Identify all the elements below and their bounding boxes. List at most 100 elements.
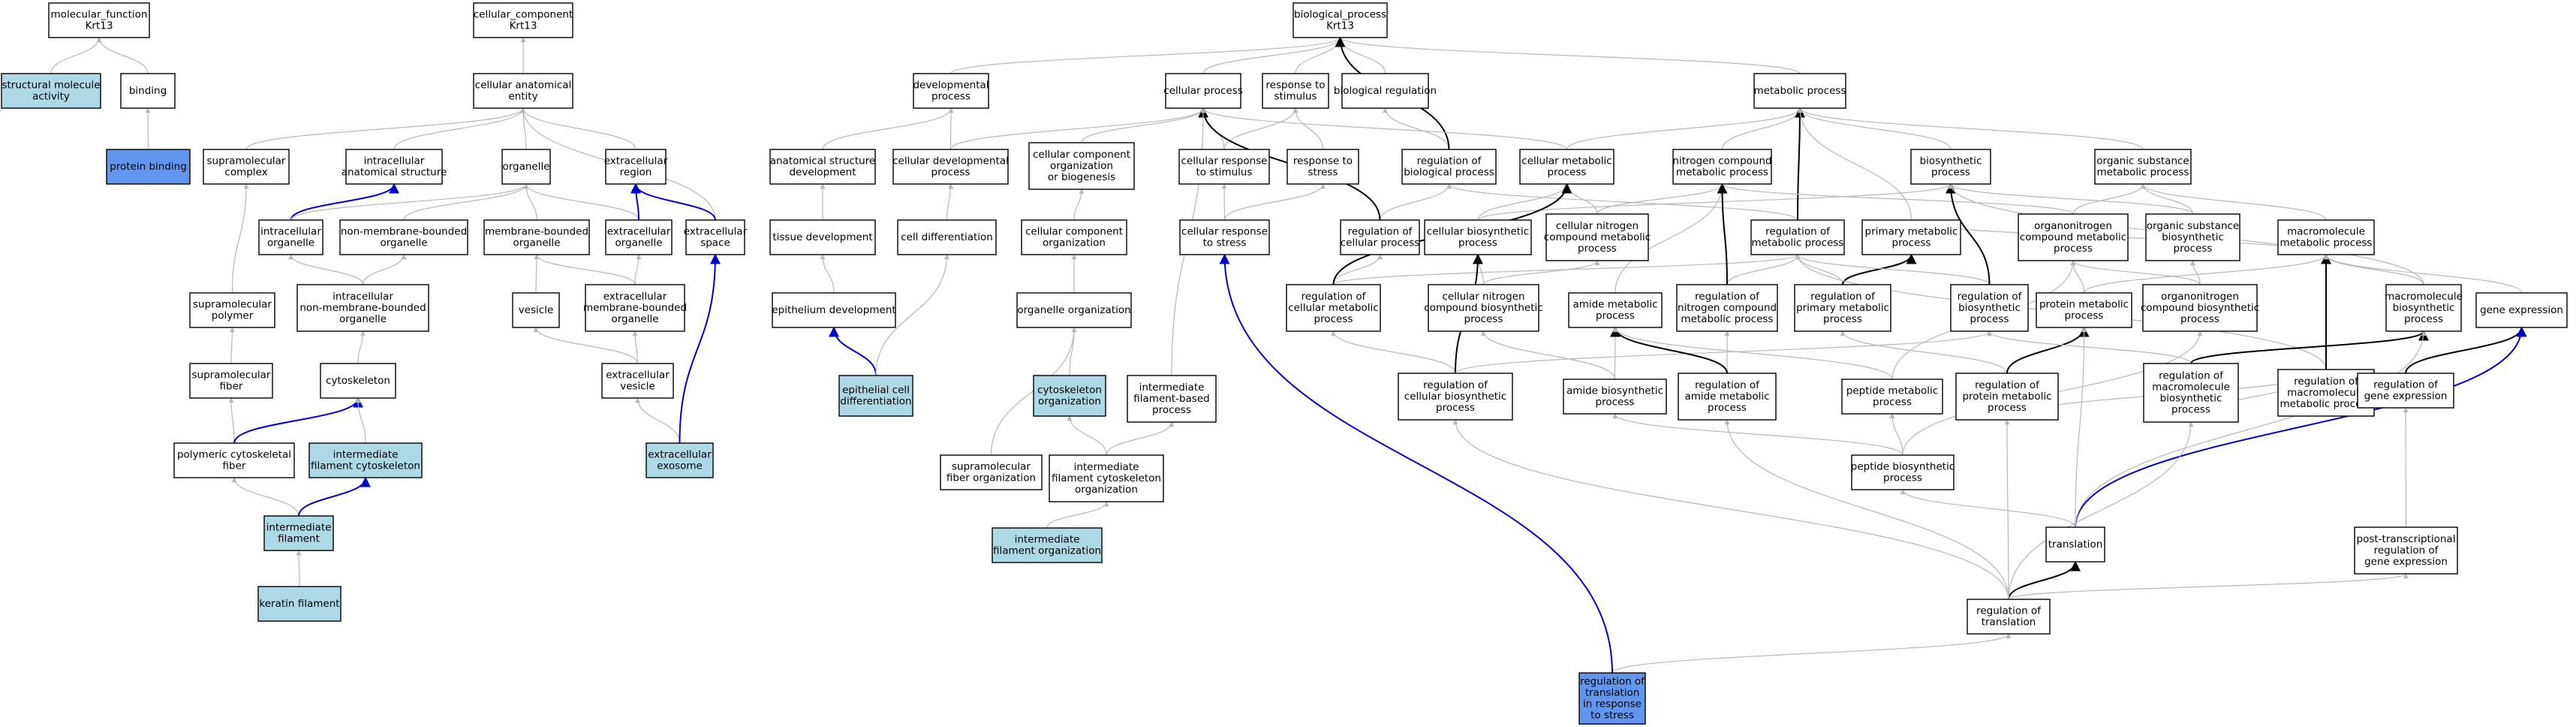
go-node-transl[interactable]: translation (2045, 526, 2105, 563)
go-node-celldiff[interactable]: cell differentiation (897, 219, 997, 255)
go-node-org[interactable]: organelle (501, 149, 551, 185)
node-box (1578, 672, 1646, 725)
edge-ge-mmp (2323, 254, 2523, 294)
go-node-inmbo[interactable]: intracellularnon-membrane-boundedorganel… (296, 284, 429, 332)
node-label-line: process (1152, 404, 1191, 416)
node-label-line: biosynthetic (2162, 231, 2224, 243)
go-node-cytoskel[interactable]: cytoskeleton (320, 363, 396, 399)
go-node-pb[interactable]: protein binding (106, 149, 191, 185)
go-node-rmbp[interactable]: regulation ofmacromoleculebiosyntheticpr… (2143, 363, 2239, 423)
go-node-orgorg[interactable]: organelle organization (1016, 292, 1132, 328)
go-node-tdev[interactable]: tissue development (769, 219, 876, 255)
edge-breg-bp (1338, 37, 1386, 74)
edge-exv-ves (533, 327, 639, 364)
node-label-line: non-membrane-bounded (341, 226, 467, 238)
node-label-line: filament-based (1133, 393, 1209, 405)
edge-cncbp-cncmp (1482, 260, 1600, 285)
go-node-kf[interactable]: keratin filament (257, 586, 342, 622)
go-node-ge[interactable]: gene expression (2475, 292, 2568, 328)
node-label-line: developmental (913, 80, 989, 92)
go-node-breg[interactable]: biological regulation (1334, 73, 1437, 109)
go-node-binding[interactable]: binding (120, 73, 176, 109)
go-node-ves[interactable]: vesicle (512, 292, 560, 328)
edge-rpmp-pmp (1842, 253, 1917, 285)
node-box (992, 527, 1103, 563)
node-box (1428, 284, 1539, 332)
go-node-metp[interactable]: metabolic process (1753, 73, 1846, 109)
go-node-cellp[interactable]: cellular process (1163, 73, 1243, 109)
edge-osmp-metp (1797, 107, 2144, 150)
go-node-epdev[interactable]: epithelium development (772, 292, 896, 328)
node-label-line: regulation of (1580, 676, 1645, 688)
